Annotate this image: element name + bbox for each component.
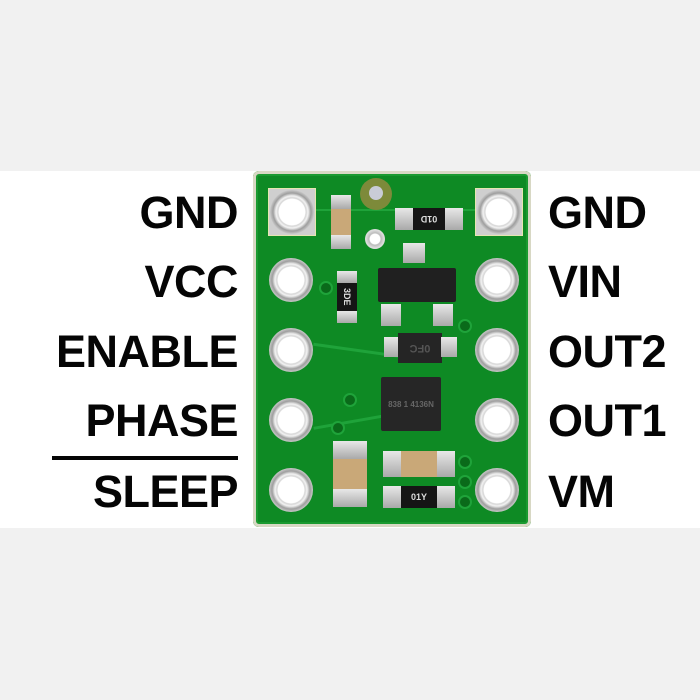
via: [458, 319, 472, 333]
pin-label-vm: VM: [548, 466, 615, 517]
pin-pad-vcc: [269, 258, 313, 302]
via: [458, 455, 472, 469]
pin-label-vin: VIN: [548, 256, 622, 307]
pin-label-sleep: SLEEP: [92, 466, 239, 517]
resistor: 01Y: [401, 486, 437, 508]
test-point: [360, 178, 392, 210]
resistor: 01D: [413, 208, 445, 230]
resistor: 3DE: [337, 283, 357, 311]
via: [458, 495, 472, 509]
pin-label-phase: PHASE: [85, 395, 238, 446]
sleep-overline-bar: [52, 456, 238, 460]
pin-pad-phase: [269, 398, 313, 442]
capacitor: [331, 209, 351, 235]
via: [319, 281, 333, 295]
pin-label-enable: ENABLE: [55, 326, 239, 377]
pin-label-vcc: VCC: [144, 256, 238, 307]
via: [458, 475, 472, 489]
pin-pad-vm: [475, 468, 519, 512]
pin-pad-sleep: [269, 468, 313, 512]
pin-label-out1: OUT1: [548, 395, 667, 446]
pin-pad-gnd-left: [268, 188, 316, 236]
capacitor: [333, 459, 367, 489]
pin-pad-out1: [475, 398, 519, 442]
motor-driver-ic: 838 1 4136N: [381, 377, 441, 431]
via: [331, 421, 345, 435]
pin-label-gnd-left: GND: [139, 187, 239, 238]
via-hole: [365, 229, 385, 249]
via: [343, 393, 357, 407]
pin-pad-gnd-right: [475, 188, 523, 236]
pcb-board: 3DE 01D 0FC 838 1 4136N 01Y: [253, 171, 531, 527]
capacitor: [401, 451, 437, 477]
diode: 0FC: [398, 333, 442, 363]
pin-pad-enable: [269, 328, 313, 372]
pin-pad-vin: [475, 258, 519, 302]
pin-label-gnd-right: GND: [548, 187, 647, 238]
pin-label-out2: OUT2: [548, 326, 667, 377]
regulator-chip: [378, 268, 456, 302]
pin-pad-out2: [475, 328, 519, 372]
